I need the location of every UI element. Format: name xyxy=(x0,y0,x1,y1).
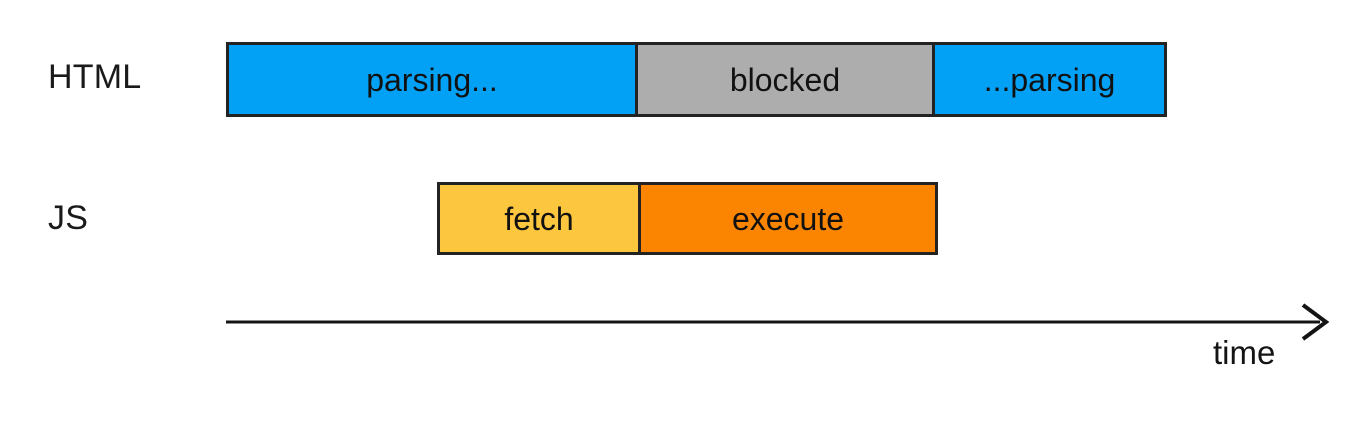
segment-js-fetch: fetch xyxy=(437,182,641,255)
time-axis xyxy=(226,303,1330,341)
timeline-row-js: fetch execute xyxy=(437,182,938,255)
arrow-right-icon xyxy=(1301,303,1330,341)
row-label-js: JS xyxy=(48,199,89,237)
segment-html-parsing: parsing... xyxy=(226,42,638,117)
segment-js-execute: execute xyxy=(638,182,938,255)
segment-html-parsing-resumed: ...parsing xyxy=(932,42,1167,117)
time-axis-label: time xyxy=(1213,334,1276,371)
row-label-html: HTML xyxy=(48,58,142,96)
timeline-row-html: parsing... blocked ...parsing xyxy=(226,42,1170,117)
segment-html-blocked: blocked xyxy=(635,42,935,117)
